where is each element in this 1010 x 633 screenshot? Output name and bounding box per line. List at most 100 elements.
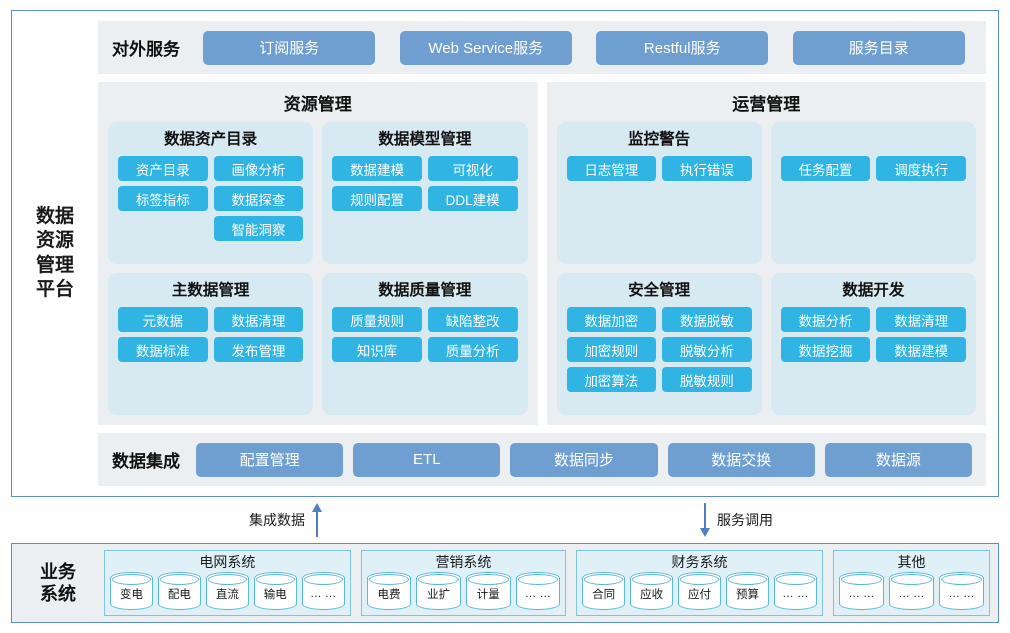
chip-item[interactable]: 资产目录 [118,156,208,181]
database-icon[interactable]: 应收 [630,572,674,610]
chip-item[interactable]: 智能洞察 [213,216,304,241]
database-icon[interactable]: … … [838,572,884,610]
card-data-quality-management[interactable]: 数据质量管理 质量规则 缺陷整改 知识库 质量分析 [322,273,528,415]
chip-item[interactable]: 数据脱敏 [662,307,752,332]
database-label: … … [524,588,551,600]
chip-item[interactable]: 数据建模 [876,337,966,362]
chip-item[interactable]: 加密规则 [566,337,657,362]
database-icon[interactable]: 输电 [253,572,297,610]
database-icon[interactable]: 预算 [726,572,769,610]
business-systems-groups: 电网系统 变电 配电 直流 输电 … … 营销系统 电费 业扩 计量 … … 财… [104,550,991,616]
card-task-scheduling[interactable]: 监控警告 任务配置 调度执行 [770,122,976,264]
chip-item[interactable]: 加密算法 [566,367,657,392]
chip-item[interactable]: 画像分析 [213,156,304,181]
sections-row: 资源管理 数据资产目录 资产目录 画像分析 标签指标 数据探查 智能洞察 [98,82,986,425]
database-icon[interactable]: 配电 [157,572,201,610]
section-card-grid: 数据资产目录 资产目录 画像分析 标签指标 数据探查 智能洞察 数据模型管理 [108,122,528,415]
chip-item[interactable]: 日志管理 [566,156,657,181]
data-integration-button[interactable]: ETL [353,442,501,477]
database-label: … … [782,588,809,600]
chip-item[interactable]: 执行错误 [662,156,752,181]
business-systems-panel: 业务系统 电网系统 变电 配电 直流 输电 … … 营销系统 电费 业扩 计量 … [11,543,999,623]
data-integration-button[interactable]: 数据源 [824,442,973,477]
database-label: 计量 [476,589,500,601]
arrow-zone: 集成数据 服务调用 [11,497,999,543]
chip-item[interactable]: 发布管理 [213,337,304,362]
chip-item[interactable]: 数据建模 [332,156,422,181]
database-icon[interactable]: 电费 [366,572,412,610]
database-label: 电费 [377,589,401,601]
chip-item[interactable]: 可视化 [427,156,518,181]
database-icon[interactable]: … … [888,572,934,610]
external-service-button[interactable]: Web Service服务 [399,30,572,65]
business-systems-title: 业务系统 [40,561,76,605]
data-integration-button[interactable]: 数据交换 [667,442,815,477]
business-group-grid-system[interactable]: 电网系统 变电 配电 直流 输电 … … [104,550,351,616]
database-icon[interactable]: 计量 [465,572,511,610]
database-icon[interactable]: 合同 [582,572,626,610]
external-service-button[interactable]: 订阅服务 [203,30,376,65]
card-monitoring-alert[interactable]: 监控警告 日志管理 执行错误 [556,122,762,264]
card-data-model-management[interactable]: 数据模型管理 数据建模 可视化 规则配置 DDL建模 [322,122,528,264]
business-group-other[interactable]: 其他 … … … … … … [832,550,991,616]
chip-item[interactable]: DDL建模 [427,186,518,211]
chip-item[interactable]: 标签指标 [118,186,208,211]
chip-item[interactable]: 知识库 [332,337,422,362]
chip-spacer [118,216,208,241]
chip-item[interactable]: 调度执行 [876,156,966,181]
chip-item[interactable]: 质量规则 [332,307,422,332]
card-data-development[interactable]: 数据开发 数据分析 数据清理 数据挖掘 数据建模 [770,273,976,415]
chip-item[interactable]: 数据清理 [876,307,966,332]
database-label: … … [898,588,925,600]
chip-item[interactable]: 数据加密 [566,307,657,332]
external-service-button[interactable]: Restful服务 [596,30,769,65]
database-label: 变电 [119,589,143,601]
chip-grid: 任务配置 调度执行 [780,156,966,254]
chip-item[interactable]: 脱敏分析 [662,337,752,362]
chip-item[interactable]: 数据清理 [213,307,304,332]
database-label: 业扩 [427,589,451,601]
business-systems-side-label: 业务系统 [20,550,96,616]
chip-grid: 数据分析 数据清理 数据挖掘 数据建模 [780,307,966,405]
database-label: 应付 [688,589,712,601]
database-label: … … [948,588,975,600]
chip-item[interactable]: 数据挖掘 [780,337,871,362]
chip-item[interactable]: 任务配置 [780,156,871,181]
chip-grid: 资产目录 画像分析 标签指标 数据探查 智能洞察 [118,156,304,254]
integrate-data-label: 集成数据 [249,512,305,528]
business-group-marketing-system[interactable]: 营销系统 电费 业扩 计量 … … [360,550,567,616]
database-icon[interactable]: … … [773,572,817,610]
external-services-row: 对外服务 订阅服务 Web Service服务 Restful服务 服务目录 [98,21,986,74]
database-icon[interactable]: 应付 [678,572,721,610]
database-icon[interactable]: … … [938,572,985,610]
card-data-asset-catalog[interactable]: 数据资产目录 资产目录 画像分析 标签指标 数据探查 智能洞察 [108,122,314,264]
business-group-finance-system[interactable]: 财务系统 合同 应收 应付 预算 … … [576,550,823,616]
database-row: 合同 应收 应付 预算 … … [582,571,817,611]
chip-item[interactable]: 数据标准 [118,337,208,362]
database-icon[interactable]: 变电 [110,572,153,610]
card-security-management[interactable]: 安全管理 数据加密 数据脱敏 加密规则 脱敏分析 加密算法 脱敏规则 [556,273,762,415]
platform-title: 数据资源管理平台 [35,205,74,300]
database-icon[interactable]: 业扩 [416,572,461,610]
integrate-data-arrow-group: 集成数据 [249,503,323,537]
database-icon[interactable]: 直流 [205,572,249,610]
section-title: 运营管理 [732,95,801,114]
chip-item[interactable]: 数据探查 [213,186,304,211]
data-integration-button[interactable]: 数据同步 [510,442,658,477]
card-master-data-management[interactable]: 主数据管理 元数据 数据清理 数据标准 发布管理 [108,273,314,415]
chip-item[interactable]: 数据分析 [780,307,871,332]
card-title: 监控警告 [628,131,691,148]
chip-item[interactable]: 质量分析 [427,337,518,362]
chip-item[interactable]: 脱敏规则 [662,367,752,392]
external-services-buttons: 订阅服务 Web Service服务 Restful服务 服务目录 [196,30,972,65]
platform-body: 对外服务 订阅服务 Web Service服务 Restful服务 服务目录 资… [98,11,998,496]
card-title: 主数据管理 [171,282,250,299]
external-service-button[interactable]: 服务目录 [792,30,965,65]
chip-item[interactable]: 元数据 [118,307,208,332]
database-icon[interactable]: … … [301,572,345,610]
data-integration-button[interactable]: 配置管理 [196,442,344,477]
database-icon[interactable]: … … [515,572,561,610]
chip-item[interactable]: 缺陷整改 [427,307,518,332]
chip-item[interactable]: 规则配置 [332,186,422,211]
business-group-title: 其他 [897,554,926,570]
